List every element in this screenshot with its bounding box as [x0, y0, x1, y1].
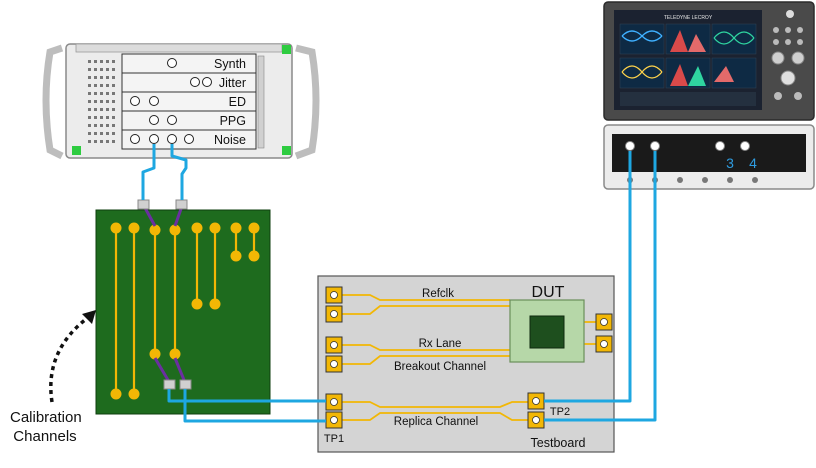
- calibration-label-box: Calibration Channels: [10, 409, 82, 445]
- cables: [141, 144, 657, 423]
- testboard-traces: [342, 294, 604, 421]
- dut-die: [529, 315, 565, 349]
- side-ports: [257, 55, 265, 149]
- testboard: DUT Refclk Rx Lane Breakout Channel Repl…: [317, 275, 615, 453]
- module-label-noise: Noise: [214, 133, 246, 147]
- noise-connector-4: [184, 134, 194, 144]
- scope-waveforms: [619, 23, 757, 106]
- jitter-connector-2: [202, 77, 212, 87]
- noise-connector-2: [149, 134, 159, 144]
- ed-connector-1: [130, 96, 140, 106]
- scope-controls: [771, 10, 805, 100]
- adapter-bottom-right: [179, 379, 192, 390]
- foot-top-right: [282, 45, 291, 54]
- tp1-label: TP1: [324, 433, 344, 445]
- scope-input-2: [650, 141, 660, 151]
- left-handle: [42, 44, 64, 160]
- adapter-top-right: [175, 199, 188, 210]
- calibration-traces: [114, 228, 256, 394]
- cable-tp2-to-scope-2: [544, 151, 657, 422]
- refclk-label: Refclk: [422, 288, 454, 300]
- bert-instrument: Synth Jitter ED PPG Noise: [42, 43, 320, 160]
- module-connectors: [130, 58, 212, 144]
- scope-channel-label-3: 3: [726, 155, 734, 171]
- oscilloscope: TELEDYNE LECROY: [603, 1, 815, 190]
- calibration-label: Calibration Channels: [10, 409, 82, 445]
- scope-channel-panel: [612, 134, 806, 172]
- module-label-jitter: Jitter: [219, 76, 246, 90]
- cable-cal-to-tp1-upper: [167, 389, 326, 403]
- dut-label: DUT: [532, 284, 565, 301]
- cable-noise-to-cal-right: [170, 144, 188, 200]
- jitter-connector-1: [190, 77, 200, 87]
- foot-bottom-right: [282, 146, 291, 155]
- scope-input-3: [715, 141, 725, 151]
- cable-cal-to-tp1-lower: [183, 389, 326, 423]
- scope-input-1: [625, 141, 635, 151]
- scope-brand: TELEDYNE LECROY: [664, 15, 713, 21]
- ppg-connector-1: [149, 115, 159, 125]
- rx-lane-label: Rx Lane: [419, 338, 462, 350]
- noise-connector-1: [130, 134, 140, 144]
- vent-grille: [88, 60, 115, 143]
- ppg-connector-2: [167, 115, 177, 125]
- module-label-synth: Synth: [214, 57, 246, 71]
- adapter-bottom-left: [163, 379, 176, 390]
- calibration-board: [95, 199, 271, 415]
- synth-connector: [167, 58, 177, 68]
- module-label-ed: ED: [229, 95, 246, 109]
- top-strip: [75, 43, 283, 53]
- calibration-pads: [110, 222, 260, 400]
- sma-connector-centers: [330, 291, 608, 424]
- calibration-arrow-head: [82, 310, 96, 324]
- replica-channel-label: Replica Channel: [394, 416, 478, 428]
- cable-tp2-to-scope-1: [544, 151, 632, 403]
- tp2-label: TP2: [550, 406, 570, 418]
- scope-channel-label-4: 4: [749, 155, 757, 171]
- calibration-arrow: [49, 314, 92, 403]
- ed-connector-2: [149, 96, 159, 106]
- breakout-channel-label: Breakout Channel: [394, 361, 486, 373]
- cable-noise-to-cal-left: [141, 144, 156, 200]
- scope-input-4: [740, 141, 750, 151]
- module-label-ppg: PPG: [220, 114, 246, 128]
- adapter-top-left: [137, 199, 150, 210]
- testboard-title: Testboard: [531, 436, 586, 450]
- noise-connector-3: [167, 134, 177, 144]
- foot-bottom-left: [72, 146, 81, 155]
- right-handle: [294, 44, 320, 160]
